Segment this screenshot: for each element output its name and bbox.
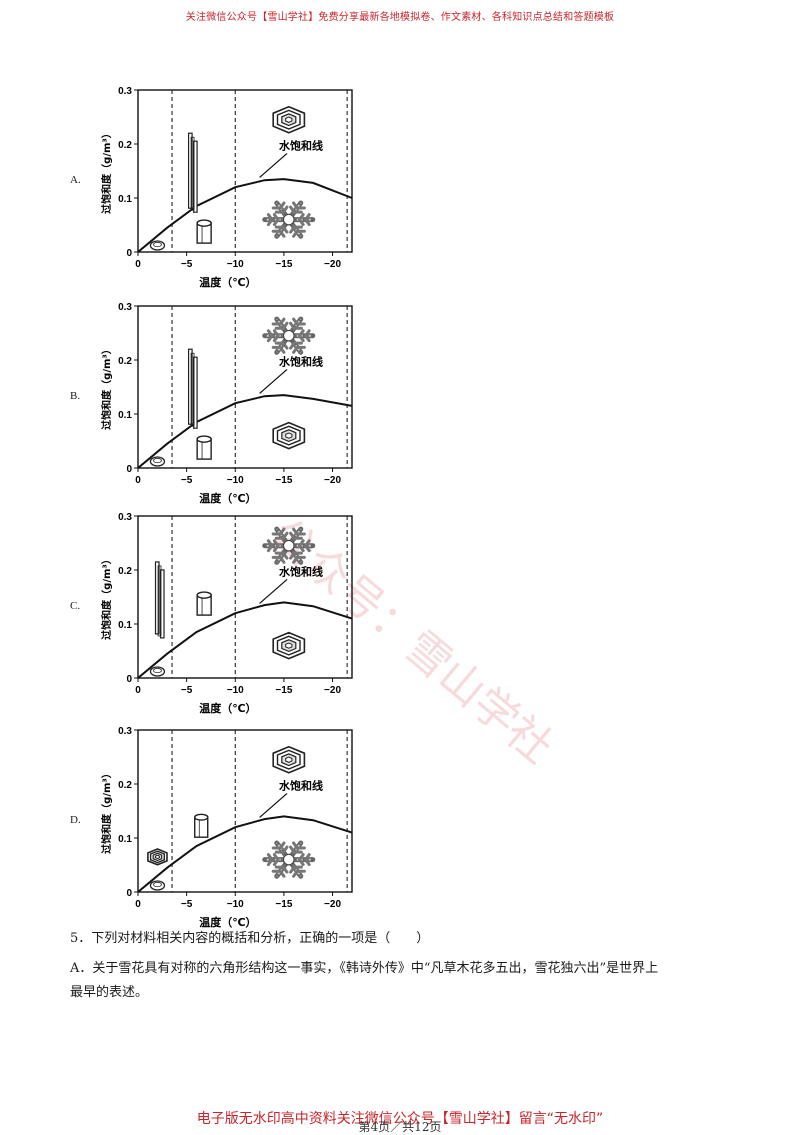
option-chart: 0 0.1 0.2 0.3 0 −5 −10 −15 −20 温度（℃） 过饱和度（g/m³） 水饱和… — [96, 722, 366, 932]
plot-frame — [137, 515, 353, 679]
curve-label: 水饱和线 — [279, 778, 323, 792]
x-tick-label: −10 — [227, 475, 244, 486]
x-tick-label: −15 — [275, 685, 292, 696]
x-axis-title: 温度（℃） — [199, 491, 256, 505]
y-tick-label: 0.3 — [118, 86, 132, 97]
option-chart: 0 0.1 0.2 0.3 0 −5 −10 −15 −20 温度（℃） 过饱和度（g/m³） 水饱和… — [96, 508, 366, 718]
x-tick-label: −10 — [227, 685, 244, 696]
option-letter: B. — [70, 390, 81, 402]
plot-frame — [137, 305, 353, 469]
x-tick-label: 0 — [135, 899, 141, 910]
curve-label: 水饱和线 — [279, 354, 323, 368]
option-a-text-line1: A．关于雪花具有对称的六角形结构这一事实，《韩诗外传》中“凡草木花多五出，雪花独… — [70, 961, 659, 976]
column-crystal-icon — [196, 591, 212, 616]
top-banner: 关注微信公众号【雪山学社】免费分享最新各地模拟卷、作文素材、各科知识点总结和答题… — [185, 12, 615, 23]
hexagonal-plate-icon — [272, 105, 306, 134]
small-plate-icon — [149, 880, 166, 891]
footer-promo: 电子版无水印高中资料关注微信公众号【雪山学社】留言“无水印” — [196, 1111, 604, 1127]
curve-label-arrow — [259, 578, 288, 604]
x-tick-label: −5 — [181, 475, 193, 486]
option-chart: 0 0.1 0.2 0.3 0 −5 −10 −15 −20 温度（℃） 过饱和度（g/m³） 水饱和… — [96, 298, 366, 508]
saturation-curve — [137, 394, 353, 469]
curve-label: 水饱和线 — [279, 138, 323, 152]
x-axis-title: 温度（℃） — [199, 701, 256, 715]
x-tick-label: −15 — [275, 259, 292, 270]
chart-svg: 0 0.1 0.2 0.3 0 −5 −10 −15 −20 温度（℃） 过饱和度（g/m³） 水饱和… — [100, 726, 353, 929]
x-axis-title: 温度（℃） — [199, 915, 256, 929]
y-tick-label: 0 — [126, 888, 132, 899]
hexagonal-plate-icon — [272, 421, 306, 450]
needle-crystal-icon — [154, 561, 165, 639]
dendrite-crystal-icon — [262, 840, 316, 879]
y-tick-label: 0.1 — [118, 834, 132, 845]
curve-label-arrow — [259, 368, 288, 394]
x-tick-label: −15 — [275, 475, 292, 486]
needle-crystal-icon — [147, 848, 168, 866]
y-tick-label: 0.1 — [118, 194, 132, 205]
x-tick-label: −15 — [275, 899, 292, 910]
saturation-curve — [137, 815, 353, 893]
y-tick-label: 0 — [126, 248, 132, 259]
question-stem: 5．下列对材料相关内容的概括和分析，正确的一项是（ ） — [70, 931, 430, 946]
y-axis-title: 过饱和度（g/m³） — [100, 768, 113, 854]
x-tick-label: −10 — [227, 259, 244, 270]
y-tick-label: 0.2 — [118, 356, 132, 367]
x-tick-label: −5 — [181, 899, 193, 910]
y-tick-label: 0.2 — [118, 566, 132, 577]
curve-label-arrow — [259, 152, 288, 178]
option-letter: A. — [70, 174, 81, 186]
option-letter: D. — [70, 814, 81, 826]
plot-frame — [137, 89, 353, 253]
x-tick-label: −10 — [227, 899, 244, 910]
y-tick-label: 0 — [126, 464, 132, 475]
x-tick-label: −20 — [324, 475, 341, 486]
x-tick-label: −20 — [324, 899, 341, 910]
page-number: 第4页／共12页 — [358, 1120, 442, 1134]
plot-frame — [137, 729, 353, 893]
x-tick-label: −5 — [181, 685, 193, 696]
curve-label: 水饱和线 — [279, 564, 323, 578]
chart-svg: 0 0.1 0.2 0.3 0 −5 −10 −15 −20 温度（℃） 过饱和度（g/m³） 水饱和… — [100, 86, 353, 289]
y-tick-label: 0.1 — [118, 620, 132, 631]
x-tick-label: −20 — [324, 685, 341, 696]
x-tick-label: 0 — [135, 685, 141, 696]
column-crystal-icon — [196, 219, 212, 244]
small-plate-icon — [149, 456, 166, 467]
hexagonal-plate-icon — [272, 745, 306, 774]
small-plate-icon — [149, 240, 166, 251]
saturation-curve — [137, 178, 353, 253]
x-tick-label: −20 — [324, 259, 341, 270]
chart-svg: 0 0.1 0.2 0.3 0 −5 −10 −15 −20 温度（℃） 过饱和度（g/m³） 水饱和… — [100, 512, 353, 715]
needle-crystal-icon — [187, 348, 198, 429]
x-tick-label: −5 — [181, 259, 193, 270]
y-axis-title: 过饱和度（g/m³） — [100, 344, 113, 430]
x-tick-label: 0 — [135, 259, 141, 270]
y-tick-label: 0.3 — [118, 512, 132, 523]
y-tick-label: 0.1 — [118, 410, 132, 421]
y-tick-label: 0.2 — [118, 140, 132, 151]
x-axis-title: 温度（℃） — [199, 275, 256, 289]
option-chart: 0 0.1 0.2 0.3 0 −5 −10 −15 −20 温度（℃） 过饱和度（g/m³） 水饱和… — [96, 82, 366, 292]
y-axis-title: 过饱和度（g/m³） — [100, 128, 113, 214]
option-letter: C. — [70, 600, 81, 612]
y-tick-label: 0.3 — [118, 726, 132, 737]
y-tick-label: 0.3 — [118, 302, 132, 313]
option-a-text-line2: 最早的表述。 — [70, 985, 149, 1000]
curve-label-arrow — [259, 792, 288, 818]
dendrite-crystal-icon — [262, 316, 316, 355]
y-tick-label: 0.2 — [118, 780, 132, 791]
y-axis-title: 过饱和度（g/m³） — [100, 554, 113, 640]
needle-crystal-icon — [187, 132, 198, 213]
small-plate-icon — [149, 666, 166, 677]
dendrite-crystal-icon — [262, 200, 316, 239]
dendrite-crystal-icon — [262, 526, 316, 565]
x-tick-label: 0 — [135, 475, 141, 486]
y-tick-label: 0 — [126, 674, 132, 685]
column-crystal-icon — [196, 435, 212, 460]
column-crystal-icon — [194, 813, 209, 838]
chart-svg: 0 0.1 0.2 0.3 0 −5 −10 −15 −20 温度（℃） 过饱和度（g/m³） 水饱和… — [100, 302, 353, 505]
hexagonal-plate-icon — [272, 631, 306, 660]
saturation-curve — [137, 601, 353, 679]
